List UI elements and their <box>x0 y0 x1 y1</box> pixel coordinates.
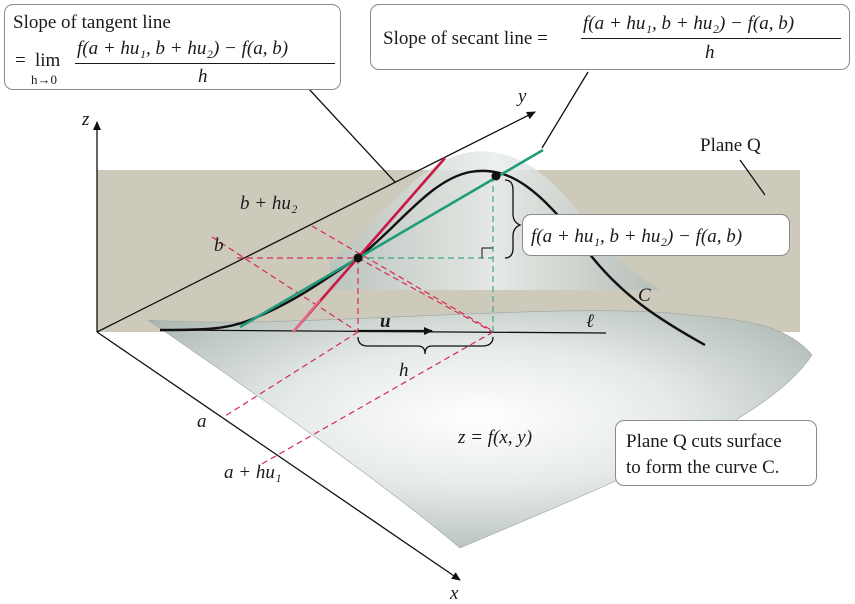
x-axis-label: x <box>450 583 459 604</box>
curve-c-label: C <box>638 285 651 306</box>
tangent-eq: = <box>15 50 26 71</box>
tangent-lim-sub: h→0 <box>31 72 57 87</box>
plane-note-line1: Plane Q cuts surface <box>626 431 782 452</box>
secant-line <box>239 148 544 329</box>
surface-lower <box>146 310 813 549</box>
point-a-b <box>353 253 363 263</box>
difference-callout: f(a + hu₁, b + hu₂) − f(a, b) <box>522 214 790 256</box>
secant-callout-pointer <box>541 71 589 149</box>
secant-denominator: h <box>705 42 715 63</box>
tangent-numerator: f(a + hu₁, b + hu₂) − f(a, b) <box>77 38 289 59</box>
tangent-line-faint <box>292 299 321 333</box>
tangent-fraction-bar <box>75 63 335 65</box>
line-l-label: ℓ <box>586 311 594 332</box>
brace-h <box>357 336 494 355</box>
dashed-projections <box>211 225 494 466</box>
point-secant <box>491 171 501 181</box>
surface-equation: z = f(x, y) <box>458 427 533 448</box>
right-angle-marker <box>481 247 493 258</box>
y-axis-label: y <box>518 86 527 107</box>
secant-callout: Slope of secant line = f(a + hu₁, b + hu… <box>370 4 850 70</box>
a-label: a <box>197 411 207 432</box>
a-plus-hu1-label: a + hu₁ <box>224 462 282 483</box>
secant-fraction-bar <box>581 38 841 40</box>
plane-q-label: Plane Q <box>700 135 761 156</box>
x-axis <box>96 331 461 581</box>
b-label: b <box>214 235 224 256</box>
z-axis-label: z <box>82 109 90 130</box>
plane-q-pointer <box>739 159 766 196</box>
b-plus-hu2-label: b + hu₂ <box>240 193 298 214</box>
tangent-callout: Slope of tangent line = lim h→0 f(a + hu… <box>4 4 341 90</box>
brace-diff <box>504 179 522 259</box>
tangent-denominator: h <box>198 66 208 87</box>
y-axis <box>96 111 536 333</box>
secant-label: Slope of secant line = <box>383 28 548 49</box>
tangent-lim: lim <box>35 50 61 71</box>
tangent-callout-pointer <box>307 87 396 183</box>
h-label: h <box>399 360 409 381</box>
secant-numerator: f(a + hu₁, b + hu₂) − f(a, b) <box>583 13 795 34</box>
plane-note-line2: to form the curve C. <box>626 457 780 478</box>
vector-u-label: u <box>380 311 391 332</box>
dashed-green <box>358 176 494 332</box>
tangent-title: Slope of tangent line <box>13 12 171 33</box>
difference-label: f(a + hu₁, b + hu₂) − f(a, b) <box>531 226 743 247</box>
plane-note-callout: Plane Q cuts surface to form the curve C… <box>615 420 817 486</box>
